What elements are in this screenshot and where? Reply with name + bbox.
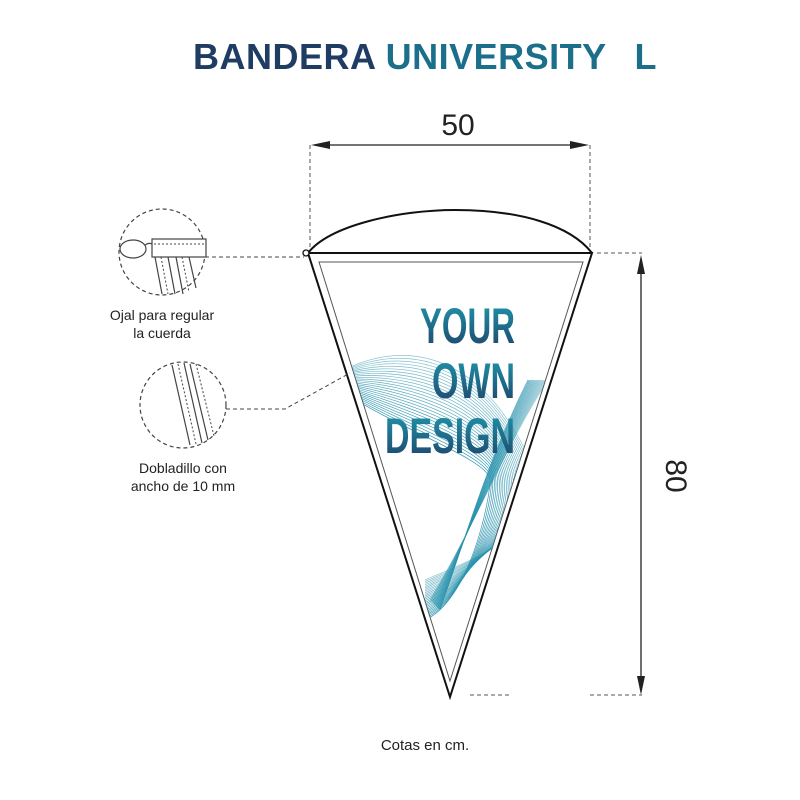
wave-line [438,379,531,609]
hem-label-line2: ancho de 10 mm [131,478,235,494]
footnote: Cotas en cm. [381,737,469,754]
pennant-inner-hem [318,261,584,683]
eyelet-label-line2: la cuerda [133,325,191,341]
eyelet-label-line1: Ojal para regular [110,307,215,323]
width-dimension: 50 [309,109,591,250]
title-university: UNIVERSITY [385,36,607,77]
hem-label-line1: Dobladillo con [139,460,227,476]
eyelet-icon [302,249,310,257]
title-size: L [634,36,658,77]
eyelet-detail-icon [119,238,207,295]
pole-sleeve [307,208,593,254]
wave-line [439,379,529,611]
height-label: 80 [659,459,692,492]
wave-line [437,379,532,609]
hem-callout: Dobladillo con ancho de 10 mm [131,361,351,494]
height-dimension: 80 [470,252,692,696]
wave-line [437,379,534,608]
page-title: BANDERA UNIVERSITY L [0,36,800,78]
wave-line [436,379,535,608]
hem-detail-icon [171,362,215,446]
design-line-1: YOUR [420,298,515,354]
eyelet-callout: Ojal para regular la cuerda [110,208,304,341]
wave-pattern [339,355,549,621]
design-line-2: OWN [432,353,515,409]
wave-line [439,379,530,610]
design-line-3: DESIGN [385,408,515,464]
pennant: YOUR OWN DESIGN [302,208,594,701]
width-label: 50 [441,109,474,142]
title-bandera: BANDERA [192,36,376,77]
